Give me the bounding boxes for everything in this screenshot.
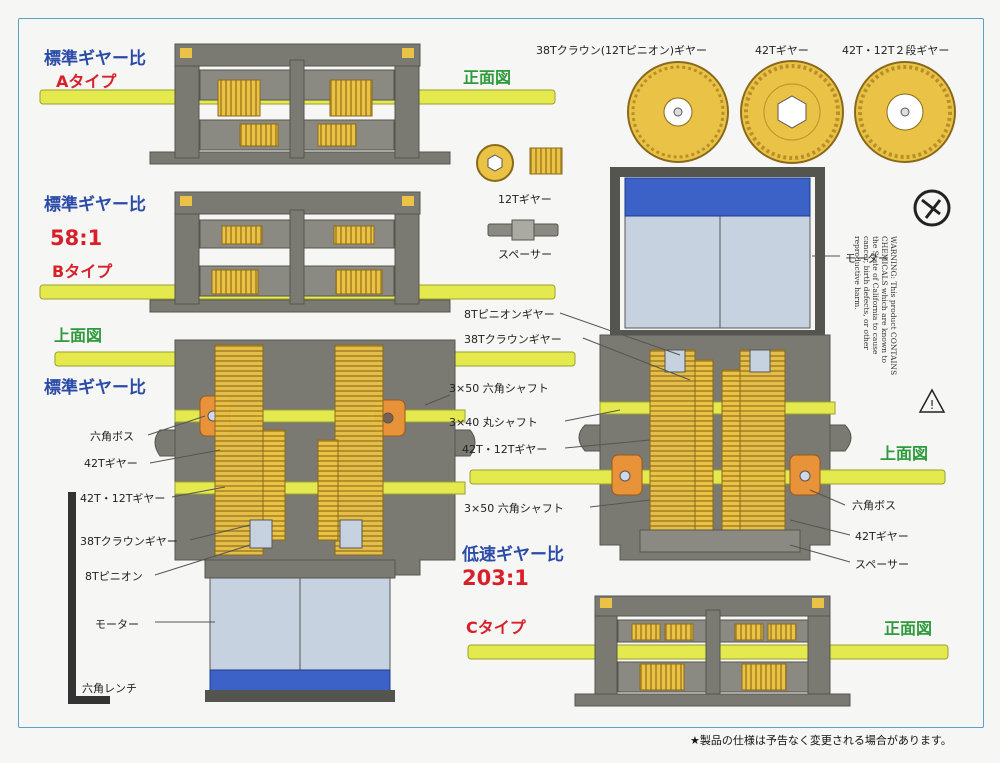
gear12-label: 12Tギヤー xyxy=(498,193,552,206)
hex-boss-label-right: 六角ボス xyxy=(852,499,896,512)
type-c-front-view xyxy=(467,595,949,707)
blue-border-frame xyxy=(18,18,984,728)
svg-text:!: ! xyxy=(930,398,935,412)
hex-shaft-label-a: 3×50 六角シャフト xyxy=(449,382,549,395)
pinion8-label-left: 8Tピニオン xyxy=(85,570,143,583)
front-view-label-c: 正面図 xyxy=(884,619,933,638)
hex-boss-label-left: 六角ボス xyxy=(90,430,134,443)
footnote: ★製品の仕様は予告なく変更される場合があります。 xyxy=(690,734,952,747)
type-b-ratio: 58:1 xyxy=(50,226,103,250)
warning-text: WARNING: This product CONTAINS CHEMICALS… xyxy=(853,236,898,376)
type-a-title: 標準ギヤー比 xyxy=(44,49,146,69)
motor-label-left: モーター xyxy=(95,618,139,631)
spacer-label: スペーサー xyxy=(498,248,553,261)
round-shaft-label: 3×40 丸シャフト xyxy=(449,416,538,429)
type-b-front-view xyxy=(39,191,556,313)
gear42-label-right: 42Tギヤー xyxy=(855,530,909,543)
gear42-12-label-left: 42T・12Tギヤー xyxy=(80,492,166,505)
wrench-label: 六角レンチ xyxy=(82,682,137,695)
type-c-ratio: 203:1 xyxy=(462,566,529,590)
leader-lines xyxy=(147,255,851,623)
spacer-label-right: スペーサー xyxy=(855,558,910,571)
type-c-top-view xyxy=(469,167,946,561)
type-b-label: Bタイプ xyxy=(52,262,113,281)
crown38-label-left: 38Tクラウンギヤー xyxy=(80,535,178,548)
top-view-label-c: 上面図 xyxy=(880,444,929,463)
type-a-label: Aタイプ xyxy=(56,72,117,91)
motor-label-right: モーター xyxy=(845,252,889,265)
type-b-top-view xyxy=(54,339,576,702)
gear42-label-left: 42Tギヤー xyxy=(84,457,138,470)
recycle-mark: ! xyxy=(913,189,951,413)
type-c-title: 低速ギヤー比 xyxy=(462,545,564,565)
hex-shaft-label-b: 3×50 六角シャフト xyxy=(464,502,564,515)
gear xyxy=(217,79,261,117)
type-b-title: 標準ギヤー比 xyxy=(44,195,146,215)
front-view-label-a: 正面図 xyxy=(463,68,512,87)
type-c-label: Cタイプ xyxy=(466,618,526,637)
hex-wrench xyxy=(68,492,110,704)
gear42-label: 42Tギヤー xyxy=(755,44,809,57)
crown-gear-label: 38Tクラウン(12Tピニオン)ギヤー xyxy=(536,44,708,57)
top-view-label-b: 上面図 xyxy=(54,326,103,345)
type-a-front-view xyxy=(39,43,556,165)
pinion8-label-center: 8Tピニオンギヤー xyxy=(464,308,555,321)
crown38-label-center: 38Tクラウンギヤー xyxy=(464,333,562,346)
gear42-12-label: 42T・12T２段ギヤー xyxy=(842,44,950,57)
type-b-top-title: 標準ギヤー比 xyxy=(44,378,146,398)
loose-parts xyxy=(476,60,956,241)
gear42-12-label-center: 42T・12Tギヤー xyxy=(462,443,548,456)
